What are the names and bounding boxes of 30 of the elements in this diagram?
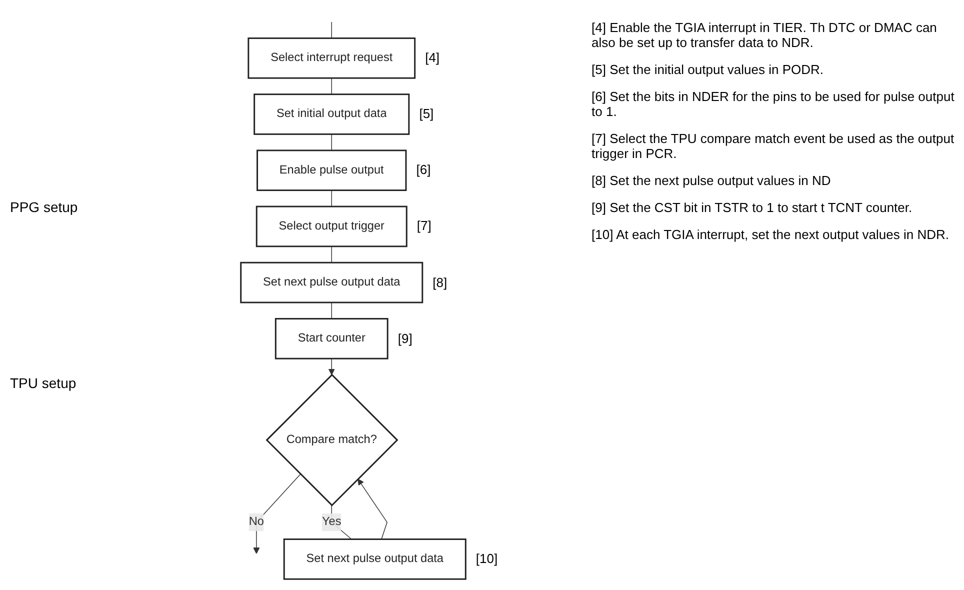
step-number: [7] xyxy=(416,218,432,234)
step-number: [9] xyxy=(398,330,412,346)
step-number: [8] xyxy=(432,274,448,290)
node-box: Set initial output data xyxy=(254,94,410,135)
node-box: Start counter xyxy=(275,318,389,360)
node-box: Set next pulse output data xyxy=(284,538,467,580)
connector xyxy=(332,504,352,540)
note-text: [10] At each TGIA interrupt, set the next output values in NDR. xyxy=(592,227,950,242)
note-text: [6] Set the bits in NDER for the pins to be used for pulse output to 1. xyxy=(592,89,956,119)
note-text: [9] Set the CST bit in TSTR to 1 to start t TCNT counter. xyxy=(592,200,914,215)
group-label: PPG setup xyxy=(10,199,79,215)
arrow xyxy=(328,358,336,376)
node-diamond: Compare match? xyxy=(266,374,399,506)
node-box: Set next pulse output data xyxy=(240,262,424,304)
node-box: Enable pulse output xyxy=(256,150,407,192)
group-label: TPU setup xyxy=(10,375,78,391)
node-box: Select output trigger xyxy=(256,206,408,248)
edge-label: Yes xyxy=(322,516,342,528)
note-text: [8] Set the next pulse output values in ND xyxy=(592,173,832,188)
step-number: [10] xyxy=(476,551,498,566)
step-number: [6] xyxy=(416,162,431,178)
step-number: [5] xyxy=(419,106,434,122)
note-text: [5] Set the initial output values in PODR. xyxy=(592,62,825,77)
edge-label: No xyxy=(249,516,264,528)
note-text: [4] Enable the TGIA interrupt in TIER. Th DTC or DMAC can also be set up to transfer data to NDR. xyxy=(592,20,938,50)
step-number: [4] xyxy=(425,50,440,66)
arrow xyxy=(253,474,302,554)
node-box: Select interrupt request xyxy=(248,37,416,79)
note-text: [7] Select the TPU compare match event be used as the output trigger in PCR. xyxy=(592,131,956,161)
arrow xyxy=(358,478,388,540)
